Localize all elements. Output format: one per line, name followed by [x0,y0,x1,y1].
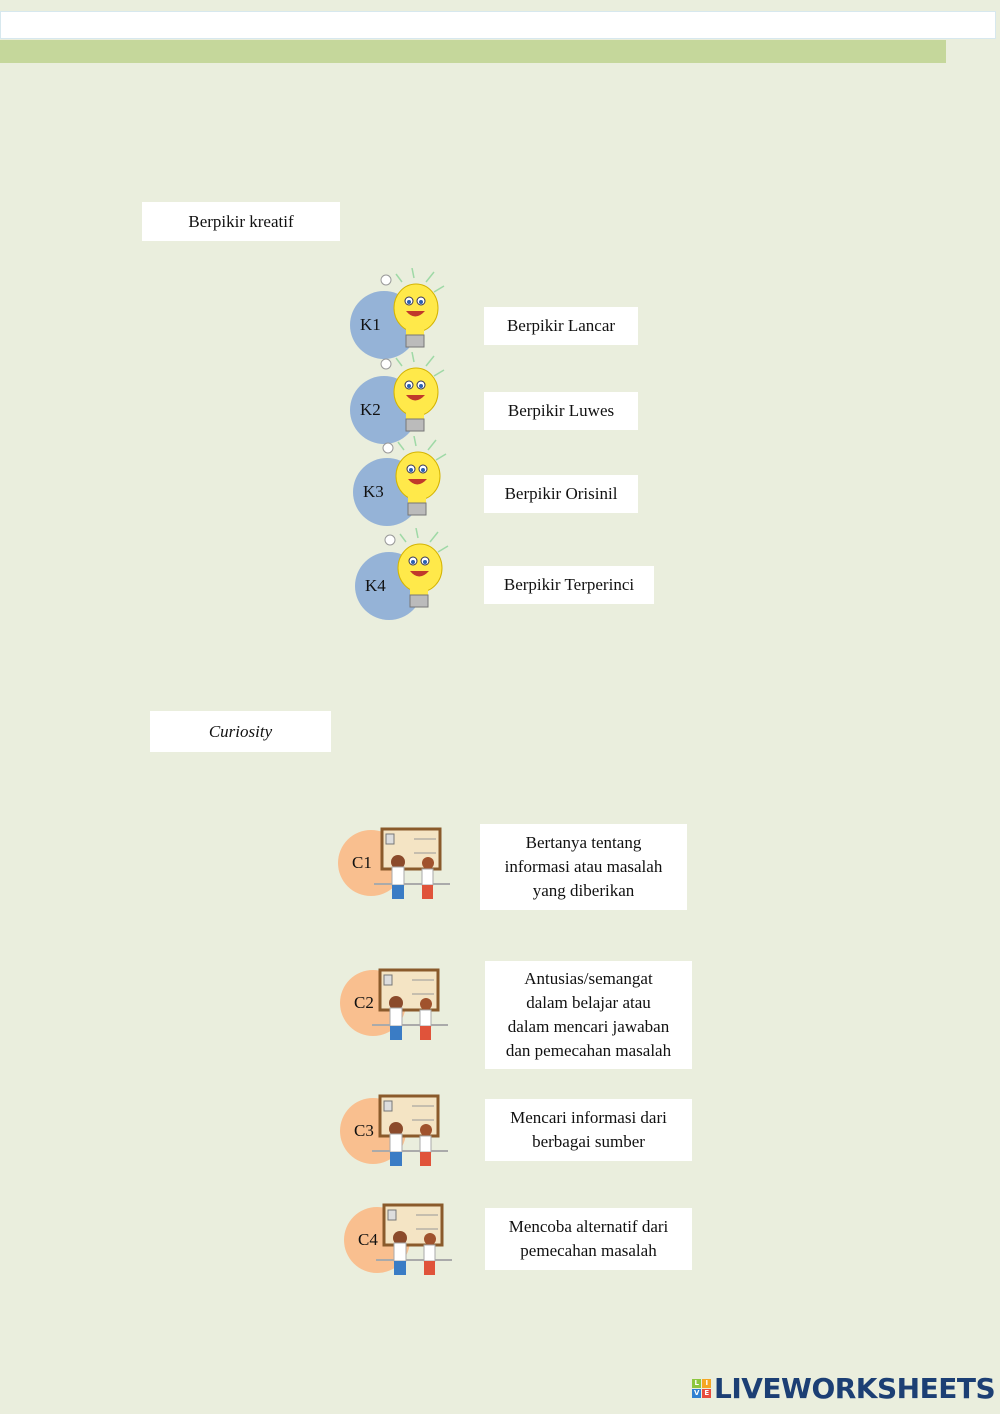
c3-line: Mencari informasi dari [510,1108,667,1127]
k4-code: K4 [365,576,386,595]
curiosity-item-c3: Mencari informasi dari berbagai sumber [485,1099,692,1161]
curiosity-item-c2: Antusias/semangat dalam belajar atau dal… [485,961,692,1069]
logo-mark-letter: I [702,1379,711,1388]
c4-code: C4 [358,1230,378,1249]
lightbulb-icon [384,528,449,608]
c2-line: dalam belajar atau [526,993,651,1012]
logo-mark-letter: E [702,1389,711,1398]
c2-line: dalam mencari jawaban [507,1017,670,1036]
c2-code: C2 [354,993,374,1012]
c1-line: Bertanya tentang [525,833,642,852]
k2-code: K2 [360,400,381,419]
k3-code: K3 [363,482,384,501]
creative-item-k3: Berpikir Orisinil [484,475,638,513]
c4-line: Mencoba alternatif dari [508,1217,669,1236]
c1-line: yang diberikan [532,881,635,900]
creative-item-k1: Berpikir Lancar [484,307,638,345]
lightbulb-icon [380,268,445,348]
logo-mark-letter: L [692,1379,701,1388]
c2-line: Antusias/semangat [524,969,653,988]
c1-line: informasi atau masalah [504,857,663,876]
students-at-board-icon [374,827,450,899]
logo-mark-icon: L I V E [692,1379,711,1398]
students-at-board-icon [372,968,448,1040]
liveworksheets-logo[interactable]: L I V E LIVEWORKSHEETS [692,1372,996,1405]
lightbulb-icon [382,436,447,516]
c3-code: C3 [354,1121,374,1140]
c4-line: pemecahan masalah [520,1241,657,1260]
k1-code: K1 [360,315,381,334]
c2-line: dan pemecahan masalah [505,1041,672,1060]
curiosity-item-c1: Bertanya tentang informasi atau masalah … [480,824,687,910]
creative-item-k4: Berpikir Terperinci [484,566,654,604]
logo-text: LIVEWORKSHEETS [714,1372,996,1405]
logo-mark-letter: V [692,1389,701,1398]
header-green-bar [0,40,946,63]
curiosity-heading: Curiosity [150,711,331,752]
lightbulb-icon [380,352,445,432]
curiosity-item-c4: Mencoba alternatif dari pemecahan masala… [485,1208,692,1270]
students-at-board-icon [376,1203,452,1275]
c3-line: berbagai sumber [532,1132,645,1151]
c1-code: C1 [352,853,372,872]
creative-heading: Berpikir kreatif [142,202,340,241]
creative-item-k2: Berpikir Luwes [484,392,638,430]
header-strip [0,11,996,39]
students-at-board-icon [372,1094,448,1166]
